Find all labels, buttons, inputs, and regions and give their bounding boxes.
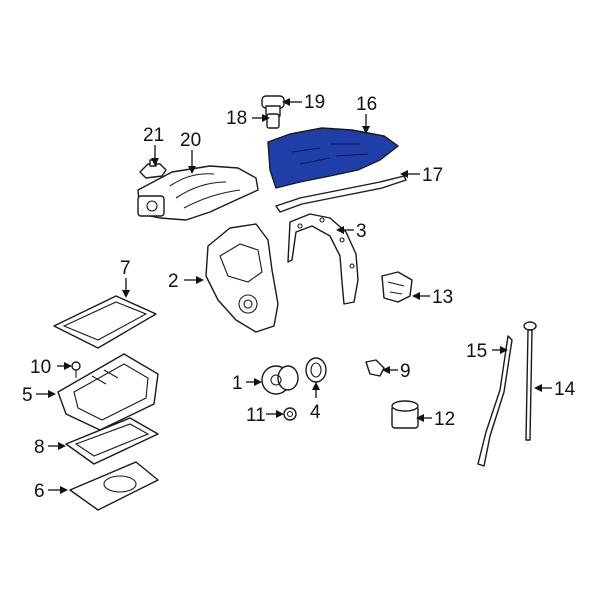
part-3-timing-cover-gasket[interactable]: [287, 213, 359, 305]
part-1-pulley[interactable]: [261, 365, 299, 395]
callout-5[interactable]: 5: [22, 385, 33, 406]
callout-15[interactable]: 15: [466, 341, 487, 362]
callout-4[interactable]: 4: [310, 402, 321, 423]
callout-17[interactable]: 17: [422, 165, 443, 186]
part-16-valve-cover[interactable]: [267, 127, 399, 189]
part-11-washer[interactable]: [283, 407, 297, 421]
callout-13[interactable]: 13: [432, 287, 453, 308]
part-19-oil-fill-cap[interactable]: [261, 95, 285, 117]
part-18-cap-base[interactable]: [266, 113, 280, 129]
callout-16[interactable]: 16: [356, 94, 377, 115]
callout-10[interactable]: 10: [30, 357, 51, 378]
callout-11[interactable]: 11: [246, 405, 266, 426]
callout-2[interactable]: 2: [168, 271, 179, 292]
callout-9[interactable]: 9: [400, 361, 411, 382]
callout-7[interactable]: 7: [120, 258, 131, 279]
callout-12[interactable]: 12: [434, 409, 455, 430]
part-21-sensor[interactable]: [139, 159, 167, 179]
part-14-dipstick[interactable]: [523, 321, 537, 441]
callout-leaders: [36, 98, 552, 494]
part-9-sensor[interactable]: [365, 359, 385, 377]
callout-1[interactable]: 1: [232, 373, 243, 394]
callout-8[interactable]: 8: [34, 437, 45, 458]
callout-3[interactable]: 3: [356, 221, 367, 242]
part-5-oil-pan[interactable]: [57, 353, 159, 431]
part-15-dipstick-tube[interactable]: [477, 335, 513, 467]
part-17-valve-cover-gasket[interactable]: [275, 175, 407, 213]
part-6-oil-pan-cover[interactable]: [69, 461, 159, 511]
callout-20[interactable]: 20: [180, 130, 201, 151]
callout-19[interactable]: 19: [304, 92, 325, 113]
part-10-bolt[interactable]: [71, 361, 81, 378]
part-13-bracket[interactable]: [381, 271, 413, 303]
callout-21[interactable]: 21: [143, 125, 164, 146]
part-20-intake-manifold[interactable]: [137, 165, 259, 221]
part-7-oil-pan-gasket-upper[interactable]: [53, 295, 157, 349]
callout-14[interactable]: 14: [554, 379, 576, 400]
part-2-timing-cover[interactable]: [205, 223, 279, 333]
part-4-seal[interactable]: [305, 357, 327, 383]
callout-18[interactable]: 18: [226, 108, 247, 129]
callout-labels: 21 20 19 18 16 17 3 2 13 7 10 5 8 6 1 11…: [22, 92, 576, 502]
part-8-oil-pan-gasket-lower[interactable]: [65, 417, 159, 465]
part-12-oil-filter[interactable]: [391, 400, 419, 429]
callout-6[interactable]: 6: [34, 481, 45, 502]
